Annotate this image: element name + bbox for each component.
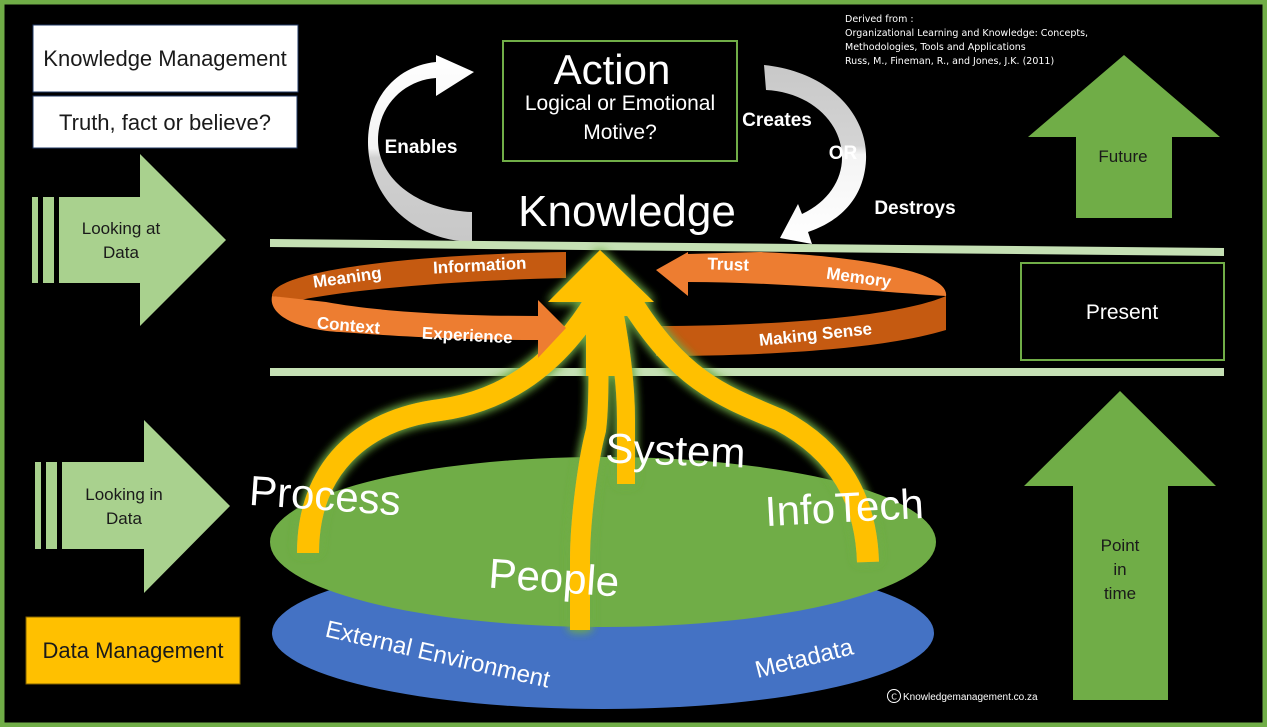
present-box: Present bbox=[1020, 262, 1225, 361]
copyright-icon bbox=[887, 689, 901, 703]
ribbon-front bbox=[271, 252, 947, 358]
process-pillar bbox=[297, 294, 606, 554]
infotech-label: InfoTech bbox=[764, 480, 925, 535]
future-label: Future bbox=[1098, 147, 1147, 166]
process-label: Process bbox=[248, 467, 403, 524]
knowledge-management-label: Knowledge Management bbox=[43, 46, 286, 71]
present-top-divider bbox=[270, 239, 1224, 256]
copyright-notice: C Knowledgemanagement.co.za bbox=[887, 689, 1038, 703]
time-label: time bbox=[1104, 584, 1136, 603]
citation-block: Derived from : Organizational Learning a… bbox=[845, 14, 1088, 67]
citation-line: Organizational Learning and Knowledge: C… bbox=[845, 28, 1088, 39]
ribbon-back bbox=[272, 252, 946, 356]
truth-fact-label: Truth, fact or believe? bbox=[59, 110, 271, 135]
data-management-box: Data Management bbox=[25, 616, 241, 685]
enables-curved-arrow: Enables bbox=[368, 55, 474, 242]
infotech-pillar bbox=[620, 294, 879, 563]
creates-label: Creates bbox=[742, 110, 812, 131]
looking-at-label-2: Data bbox=[103, 243, 139, 262]
knowledge-arrow-head bbox=[548, 250, 654, 316]
data-management-label: Data Management bbox=[43, 638, 224, 663]
destroys-label: Destroys bbox=[874, 198, 955, 219]
point-in-time-arrow: Point in time bbox=[1024, 391, 1216, 700]
trust-label: Trust bbox=[707, 254, 750, 274]
looking-at-label-1: Looking at bbox=[82, 219, 161, 238]
ribbon-segment-right-bottom bbox=[656, 296, 946, 356]
action-title: Action bbox=[554, 46, 671, 93]
knowledge-management-box: Knowledge Management bbox=[32, 24, 299, 93]
experience-label: Experience bbox=[421, 324, 513, 348]
system-label: System bbox=[605, 425, 747, 477]
future-arrow: Future bbox=[1028, 55, 1220, 218]
looking-in-data-arrow: Looking in Data bbox=[35, 420, 230, 593]
citation-line: Derived from : bbox=[845, 14, 914, 25]
ribbon-segment-right-top bbox=[656, 252, 947, 296]
point-label: Point bbox=[1101, 536, 1140, 555]
people-label: People bbox=[487, 550, 621, 606]
enables-label: Enables bbox=[385, 137, 458, 158]
action-box: Action Logical or Emotional Motive? bbox=[502, 40, 738, 162]
looking-in-label-1: Looking in bbox=[85, 485, 163, 504]
organisation-platform bbox=[270, 457, 936, 627]
copyright-text: Knowledgemanagement.co.za bbox=[903, 692, 1038, 703]
action-subtitle-2: Motive? bbox=[583, 121, 657, 144]
looking-at-data-arrow: Looking at Data bbox=[32, 154, 226, 326]
action-subtitle-1: Logical or Emotional bbox=[525, 92, 715, 115]
copyright-symbol: C bbox=[891, 693, 897, 702]
knowledge-arrow-shaft bbox=[586, 300, 616, 376]
pillar-arrows bbox=[297, 250, 879, 630]
citation-line: Methodologies, Tools and Applications bbox=[845, 42, 1026, 53]
citation-line: Russ, M., Fineman, R., and Jones, J.K. (… bbox=[845, 56, 1054, 67]
looking-in-label-2: Data bbox=[106, 509, 142, 528]
present-bottom-divider bbox=[270, 368, 1224, 376]
information-label: Information bbox=[433, 254, 527, 278]
creates-destroys-curved-arrow: Creates OR Destroys bbox=[742, 65, 956, 244]
truth-fact-box: Truth, fact or believe? bbox=[32, 95, 298, 149]
ribbon-segment-left-bottom bbox=[271, 296, 566, 358]
ribbon-segment-left-top bbox=[272, 252, 566, 300]
knowledge-heading: Knowledge bbox=[518, 187, 736, 236]
in-label: in bbox=[1113, 560, 1126, 579]
present-label: Present bbox=[1086, 301, 1159, 324]
or-label: OR bbox=[829, 143, 858, 164]
